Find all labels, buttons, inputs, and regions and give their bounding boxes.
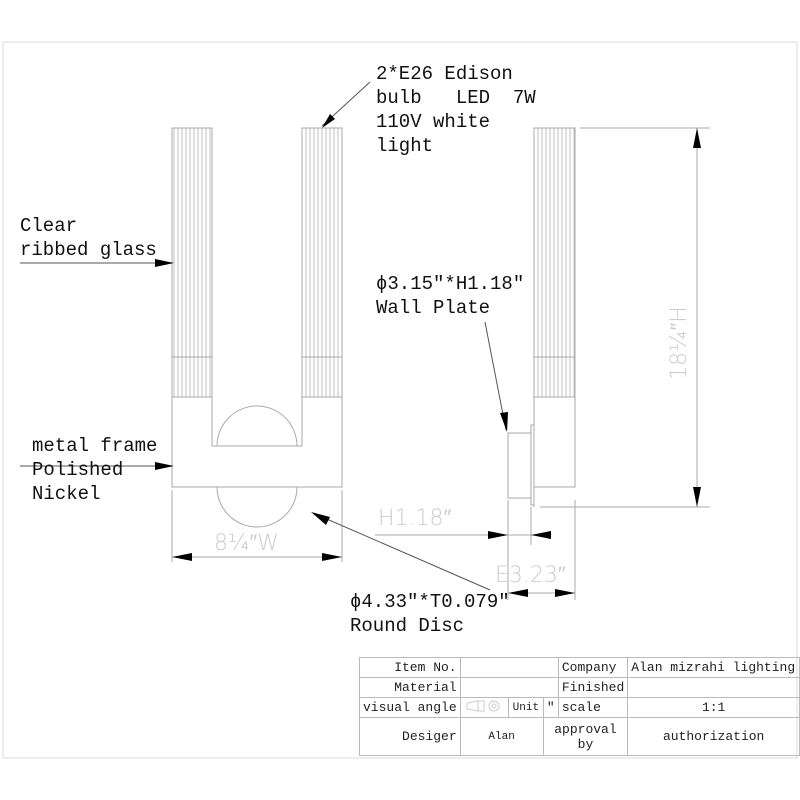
height-dimension: 18¼″H (666, 306, 692, 380)
finished-value (627, 677, 800, 698)
bulb-annotation: 2*E26 Edison bulb LED 7W 110V white ligh… (376, 63, 536, 157)
metal-frame (171, 396, 343, 488)
scale-label: scale (557, 697, 629, 718)
disc-annotation: ϕ4.33″*T0.079″ Round Disc (350, 591, 510, 637)
depth-dimension: E3.23″ (495, 563, 566, 588)
width-dimension: 8¼″W (214, 531, 279, 556)
glass-annotation: Clear ribbed glass (20, 215, 157, 261)
company-value: Alan mizrahi lighting (627, 657, 800, 678)
drawing-border (2, 41, 798, 759)
unit-value: ″ (542, 697, 559, 718)
item-no-value (459, 657, 559, 678)
material-label: Material (359, 677, 461, 698)
disc-bottom (216, 486, 298, 528)
company-label: Company (557, 657, 629, 678)
wall-plate (507, 432, 532, 499)
wall-plate-annotation: ϕ3.15″*H1.18″ Wall Plate (376, 273, 525, 319)
arrowheads (155, 114, 701, 597)
authorization-label: authorization (627, 717, 800, 756)
leader-lines (20, 81, 507, 591)
projection-symbol-icon (459, 697, 510, 718)
designer-label: Desiger (359, 717, 461, 756)
unit-label: Unit (508, 697, 544, 718)
disc-top (216, 405, 298, 447)
title-block: Item No. Company Alan mizrahi lighting M… (359, 657, 800, 756)
front-view (171, 127, 343, 562)
finished-label: Finished (557, 677, 629, 698)
side-body (533, 396, 576, 488)
material-value (459, 677, 559, 698)
visual-angle-label: visual angle (359, 697, 461, 718)
side-view (375, 127, 710, 600)
plate-height-dimension: H1.18″ (378, 506, 452, 531)
wall-mount (530, 424, 535, 506)
scale-value: 1:1 (627, 697, 800, 718)
approval-label: approval by (542, 717, 629, 756)
frame-annotation: metal frame Polished Nickel (32, 435, 158, 505)
side-glass (533, 127, 576, 398)
designer-value: Alan (459, 717, 544, 756)
item-no-label: Item No. (359, 657, 461, 678)
right-glass (301, 127, 343, 398)
